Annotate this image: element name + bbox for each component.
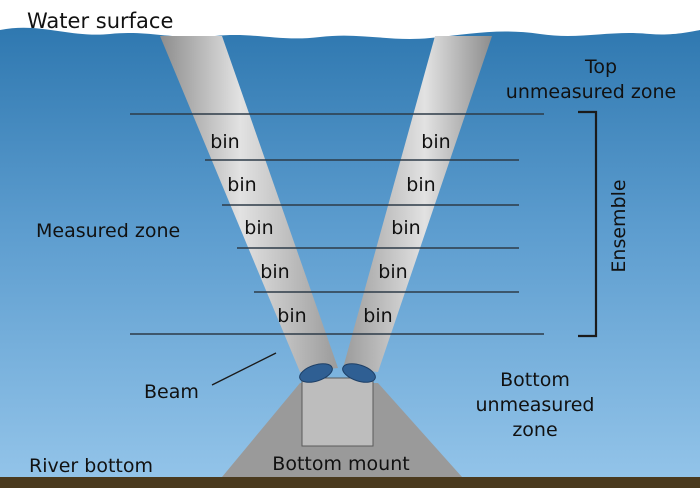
- top-zone-label-line1: Top: [584, 56, 617, 78]
- river-bottom-bed: [0, 477, 700, 488]
- right-transducer: [342, 363, 376, 383]
- bin-label-left: bin: [210, 131, 239, 153]
- bin-label-right: bin: [363, 305, 392, 327]
- left-beam: [160, 36, 338, 372]
- bin-label-left: bin: [227, 174, 256, 196]
- top-zone-label-line2: unmeasured zone: [506, 81, 676, 103]
- bottom-mount-label: Bottom mount: [272, 453, 409, 475]
- river-bottom-label: River bottom: [29, 455, 153, 477]
- bin-label-right: bin: [406, 174, 435, 196]
- bottom-zone-label-line2: unmeasured: [475, 394, 594, 416]
- bin-label-right: bin: [421, 131, 450, 153]
- bin-label-left: bin: [244, 217, 273, 239]
- bin-label-left: bin: [260, 261, 289, 283]
- water-body: [0, 27, 700, 480]
- ensemble-bracket: [578, 110, 598, 338]
- right-beam: [343, 36, 492, 372]
- left-transducer: [299, 363, 333, 383]
- bin-label-right: bin: [378, 261, 407, 283]
- beam-label: Beam: [144, 381, 199, 403]
- water-surface-label: Water surface: [27, 9, 173, 33]
- mount-housing: [301, 377, 374, 447]
- bottom-zone-label-line1: Bottom: [500, 369, 570, 391]
- bin-lines: [130, 113, 544, 335]
- bin-label-left: bin: [277, 305, 306, 327]
- bin-label-right: bin: [391, 217, 420, 239]
- bottom-zone-label-line3: zone: [512, 419, 557, 441]
- beam-leader-line: [211, 352, 277, 386]
- ensemble-label: Ensemble: [608, 179, 630, 272]
- measured-zone-label: Measured zone: [36, 220, 180, 242]
